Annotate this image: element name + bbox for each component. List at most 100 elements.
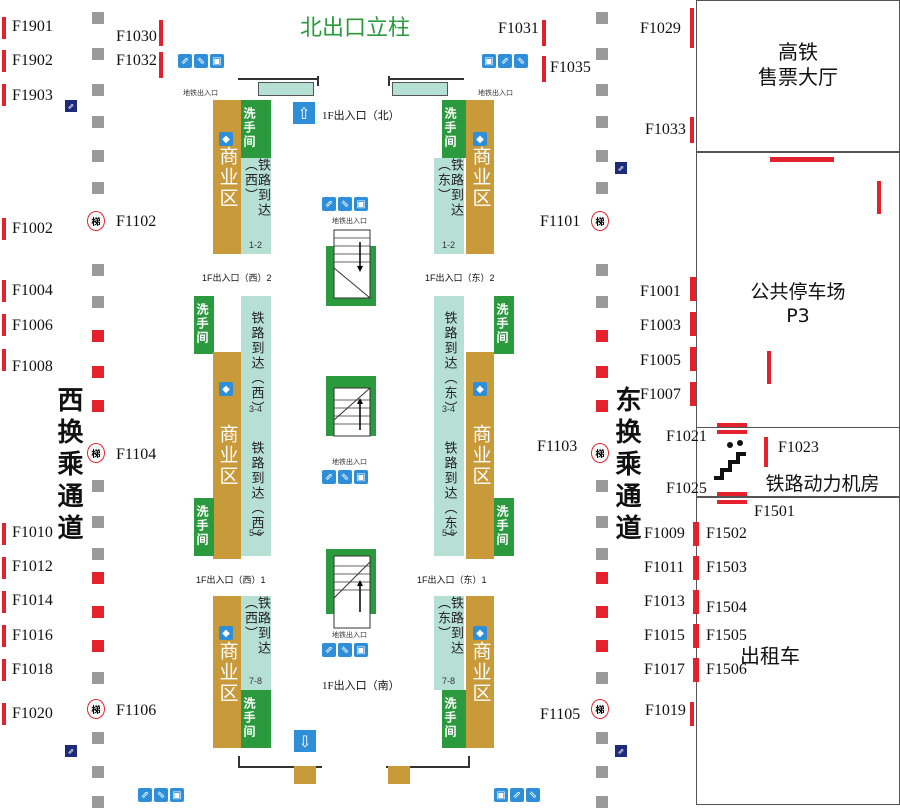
label-F1001: F1001 <box>640 283 681 300</box>
label-F1104: F1104 <box>116 446 157 463</box>
rail-arrival-west-5-6: 铁路到达（西） <box>241 430 271 556</box>
facility-icons-center-bottom: ⇗ ⇘ ▣ <box>322 643 376 659</box>
kiosk-se <box>388 766 410 784</box>
column-marker <box>693 522 699 546</box>
column-square <box>92 330 104 342</box>
label-F1501: F1501 <box>754 503 795 520</box>
rail-label: 铁路到达（东） <box>435 158 463 218</box>
column-marker <box>770 157 834 162</box>
column-marker <box>690 277 696 301</box>
column-square <box>92 150 104 162</box>
gate-number: 5-6 <box>249 528 263 538</box>
column-square <box>92 732 104 744</box>
column-marker <box>690 8 694 48</box>
gate-number: 5-6 <box>442 528 456 538</box>
label-F1035: F1035 <box>550 59 591 76</box>
metro-exit-label: 地铁出入口 <box>332 218 367 225</box>
label-F1018: F1018 <box>12 661 53 678</box>
label-F1506: F1506 <box>706 661 747 678</box>
label-F1106: F1106 <box>116 702 157 719</box>
public-parking-p3 <box>696 152 900 428</box>
column-marker <box>2 703 6 725</box>
shopping-icon: ◆ <box>473 132 487 146</box>
west-transfer-corridor: 西换乘通道 <box>53 386 83 546</box>
east-exit-1-label: 1F出入口（东）1 <box>417 575 487 585</box>
escalator-icon: ⇗ <box>178 54 192 68</box>
gate-number: 7-8 <box>442 676 456 686</box>
label-F1032: F1032 <box>116 52 157 69</box>
column-square <box>92 48 104 60</box>
restroom-se: 洗手间 <box>442 690 468 748</box>
shop-label: 商业区 <box>216 640 239 704</box>
south-exit-icon[interactable]: ⇩ <box>294 730 316 752</box>
facility-icons-ne: ▣ ⇗ ⇘ <box>482 54 542 70</box>
north-exit-pillar-title: 北出口立柱 <box>300 16 411 41</box>
taxi-area <box>696 497 900 805</box>
label-F1013: F1013 <box>644 593 685 610</box>
elevator-icon: 梯 <box>87 699 105 719</box>
rail-label: 铁路到达（东） <box>441 440 457 546</box>
shopping-icon: ◆ <box>473 626 487 640</box>
facility-icons-nw: ⇗ ⇘ ▣ <box>178 54 238 70</box>
escalator-icon: ⇗ <box>65 100 77 112</box>
column-marker <box>767 351 771 384</box>
label-F1503: F1503 <box>706 559 747 576</box>
column-marker <box>2 280 6 302</box>
column-square <box>596 264 608 276</box>
elevator-icon: 梯 <box>591 443 609 463</box>
escalator-icon: ⇗ <box>65 745 77 757</box>
rail-arrival-west-3-4: 铁路到达（西） <box>241 296 271 430</box>
facility-icons-se: ▣ ⇗ ⇘ <box>494 788 564 804</box>
elevator-icon: 梯 <box>591 699 609 719</box>
column-square <box>596 548 608 560</box>
elevator-icon: 梯 <box>591 211 609 231</box>
label-F1003: F1003 <box>640 317 681 334</box>
label-F1029: F1029 <box>640 20 681 37</box>
restroom-label: 洗手间 <box>242 106 256 149</box>
gate-number: 3-4 <box>442 404 456 414</box>
column-marker <box>2 523 6 545</box>
column-marker <box>690 117 694 143</box>
column-square <box>92 12 104 24</box>
shop-label: 商业区 <box>469 145 492 209</box>
gate-number: 1-2 <box>249 240 263 250</box>
column-marker <box>764 437 768 467</box>
column-square <box>92 182 104 194</box>
column-square <box>92 366 104 378</box>
column-marker <box>159 52 163 78</box>
rail-arrival-east-7-8: 铁路到达（东） <box>434 596 464 690</box>
column-marker <box>717 423 747 427</box>
north-exit-icon[interactable]: ⇧ <box>293 102 315 124</box>
column-square <box>92 640 104 652</box>
elevator-icon: 梯 <box>87 211 105 231</box>
rail-sign-ne <box>392 82 448 96</box>
label-F1015: F1015 <box>644 627 685 644</box>
restroom-label: 洗手间 <box>242 696 256 739</box>
escalator-icon: ⇗ <box>498 54 512 68</box>
column-marker <box>2 625 6 647</box>
shop-label: 商业区 <box>216 424 239 487</box>
column-marker <box>2 17 6 39</box>
escalator-icon: ⇗ <box>322 470 336 484</box>
column-square <box>596 366 608 378</box>
label-F1031: F1031 <box>498 20 539 37</box>
shopping-icon: ◆ <box>219 626 233 640</box>
rail-label: 铁路到达（西） <box>242 596 270 656</box>
restroom-sw: 洗手间 <box>241 690 271 748</box>
column-marker <box>2 591 6 613</box>
escalator-icon: ⇗ <box>615 162 627 174</box>
facility-icons-center-top: ⇗ ⇘ ▣ <box>322 197 376 213</box>
column-square <box>92 548 104 560</box>
rail-label: 铁路到达（西） <box>248 440 264 546</box>
escalator-icon: ⇗ <box>615 745 627 757</box>
rail-arrival-east-3-4: 铁路到达（东） <box>434 296 464 430</box>
restroom-label: 洗手间 <box>195 302 209 345</box>
shop-label: 商业区 <box>469 424 492 487</box>
column-square <box>596 84 608 96</box>
rail-arrival-west-1-2: 铁路到达（西） <box>241 158 271 254</box>
column-marker <box>2 659 6 681</box>
elevator-icon: 梯 <box>87 443 105 463</box>
column-square <box>92 516 104 528</box>
taxi-label: 出租车 <box>740 644 800 668</box>
gate-number: 3-4 <box>249 404 263 414</box>
